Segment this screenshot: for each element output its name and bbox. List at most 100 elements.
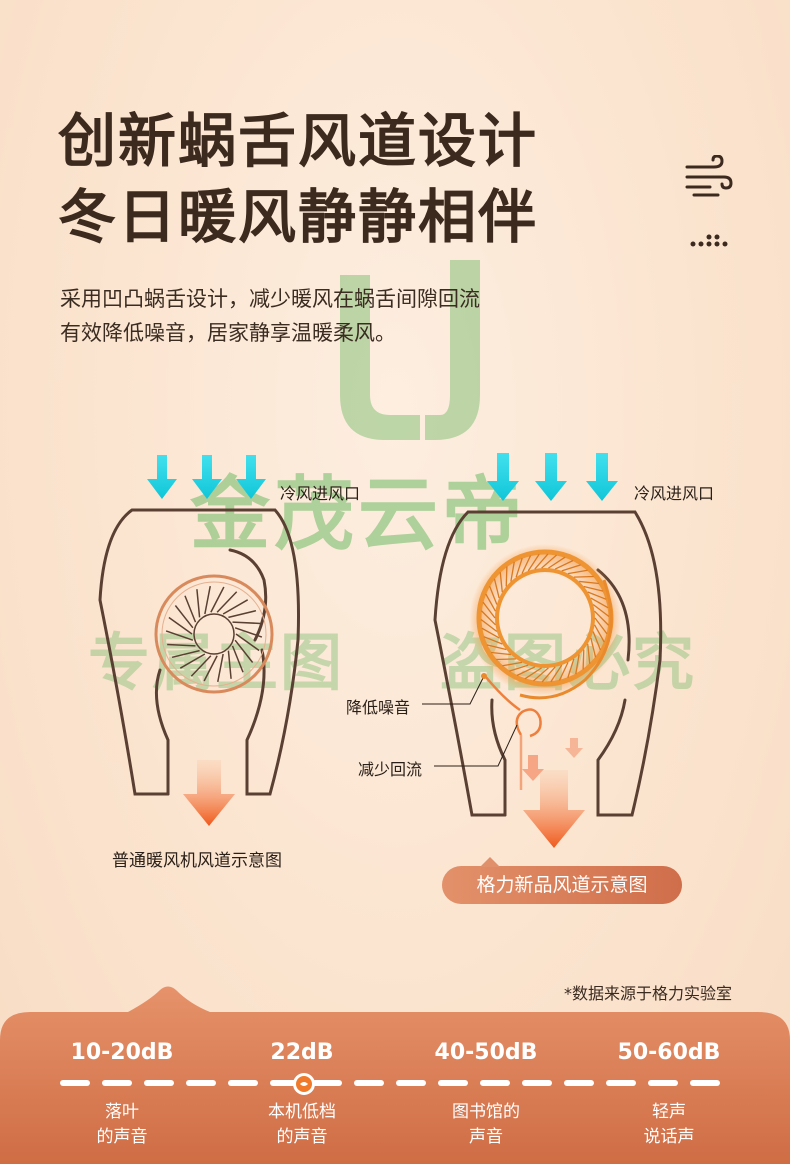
fan-blade bbox=[582, 649, 585, 670]
right-warm-arrow-small-1 bbox=[522, 755, 544, 781]
wind-icon bbox=[685, 155, 733, 197]
scale-dash bbox=[144, 1080, 174, 1086]
fan-blade bbox=[491, 651, 511, 656]
level-1-desc: 落叶 的声音 bbox=[47, 1100, 197, 1150]
current-level-marker-icon bbox=[293, 1073, 315, 1095]
fan-blade bbox=[592, 603, 610, 618]
scale-dash bbox=[648, 1080, 678, 1086]
scale-dash bbox=[60, 1080, 90, 1086]
page-title-line2: 冬日暖风静静相伴 bbox=[58, 183, 539, 251]
fan-blade bbox=[167, 643, 196, 647]
scale-dash bbox=[312, 1080, 342, 1086]
fan-blade bbox=[488, 585, 498, 605]
noise-scale-line bbox=[60, 1080, 720, 1086]
right-inlet-label: 冷风进风口 bbox=[634, 484, 715, 503]
fan-blade bbox=[222, 599, 249, 615]
fan-blade bbox=[567, 658, 575, 678]
fan-blade bbox=[541, 554, 557, 569]
fan-blade bbox=[548, 556, 566, 569]
subtitle-line2: 有效降低噪音，居家静享温暖柔风。 bbox=[60, 321, 396, 345]
fan-blade bbox=[482, 601, 496, 619]
data-source-note: *数据来源于格力实验室 bbox=[563, 984, 732, 1003]
level-4-desc-line2: 说话声 bbox=[643, 1127, 695, 1147]
level-1-desc-line2: 的声音 bbox=[96, 1127, 148, 1147]
fan-blade bbox=[510, 561, 515, 582]
scale-dash bbox=[186, 1080, 216, 1086]
fan-blade bbox=[527, 553, 540, 572]
noise-scale-band bbox=[0, 986, 790, 1164]
fan-blade bbox=[493, 578, 500, 599]
fan-blade bbox=[590, 637, 597, 658]
fan-blade bbox=[204, 586, 211, 615]
fan-blade bbox=[515, 558, 523, 578]
fan-blade bbox=[550, 664, 563, 683]
fan-blade bbox=[234, 639, 254, 663]
left-fan-blades bbox=[165, 586, 263, 682]
subtitle-line1: 采用凹凸蜗舌设计，减少暖风在蜗舌间隙回流 bbox=[60, 287, 480, 311]
fan-blade bbox=[594, 610, 610, 626]
fan-blade bbox=[216, 591, 238, 613]
left-cold-arrows bbox=[147, 455, 266, 499]
fan-blade bbox=[592, 631, 602, 651]
fan-blade bbox=[184, 595, 197, 623]
fan-blade bbox=[524, 667, 542, 680]
fan-blade bbox=[168, 616, 193, 635]
left-inlet-label: 冷风进风口 bbox=[280, 484, 361, 503]
fan-blade bbox=[235, 633, 260, 652]
fan-blade bbox=[502, 661, 523, 667]
scale-dash bbox=[228, 1080, 258, 1086]
fan-blade bbox=[190, 655, 212, 677]
fan-blade bbox=[174, 605, 194, 629]
fan-blade bbox=[593, 624, 605, 643]
left-warm-arrow bbox=[183, 760, 235, 826]
fan-blade bbox=[590, 597, 609, 609]
fan-blade bbox=[485, 593, 497, 612]
fan-blade bbox=[234, 627, 263, 638]
fan-blade bbox=[561, 564, 581, 572]
fan-blade bbox=[573, 575, 594, 578]
scale-dash bbox=[270, 1080, 300, 1086]
callout-lines bbox=[422, 673, 518, 767]
left-fan bbox=[154, 574, 274, 694]
scale-dash bbox=[606, 1080, 636, 1086]
watermark-left: 专属主图 bbox=[88, 626, 345, 699]
level-3-desc-line1: 图书馆的 bbox=[452, 1102, 520, 1122]
fan-blade bbox=[203, 655, 218, 682]
level-1-db: 10-20dB bbox=[70, 1040, 174, 1065]
fan-blade bbox=[171, 649, 200, 659]
fan-blade bbox=[481, 627, 500, 639]
fan-blade bbox=[558, 662, 569, 681]
level-2-desc-line1: 本机低档 bbox=[268, 1102, 336, 1122]
right-volute bbox=[519, 579, 613, 700]
level-3-desc: 图书馆的 声音 bbox=[411, 1100, 561, 1150]
scale-dash bbox=[480, 1080, 510, 1086]
level-2-db: 22dB bbox=[270, 1040, 334, 1065]
fan-blade bbox=[217, 653, 224, 682]
fan-blade bbox=[541, 666, 556, 683]
right-cold-arrows bbox=[487, 453, 618, 501]
fan-blade bbox=[179, 653, 206, 669]
subtitle: 采用凹凸蜗舌设计，减少暖风在蜗舌间隙回流 有效降低噪音，居家静享温暖柔风。 bbox=[60, 282, 480, 350]
right-diagram-caption: 格力新品风道示意图 bbox=[442, 857, 682, 904]
fan-blade bbox=[232, 621, 261, 625]
airflow-diagrams bbox=[98, 453, 663, 848]
fan-blade bbox=[567, 569, 588, 575]
fan-blade bbox=[521, 555, 532, 574]
dots-icon bbox=[690, 234, 728, 247]
scale-dash bbox=[564, 1080, 594, 1086]
fan-blade bbox=[231, 645, 244, 673]
page-title-line1: 创新蜗舌风道设计 bbox=[58, 107, 539, 175]
fan-blade bbox=[534, 553, 549, 570]
level-3-db: 40-50dB bbox=[434, 1040, 538, 1065]
scale-dash bbox=[354, 1080, 384, 1086]
scale-dash bbox=[438, 1080, 468, 1086]
right-warm-arrow-small-2 bbox=[565, 738, 583, 758]
fan-blade bbox=[480, 618, 498, 633]
fan-blade bbox=[587, 591, 607, 600]
fan-blade bbox=[496, 658, 517, 661]
backflow-label: 减少回流 bbox=[358, 760, 423, 779]
right-warm-arrow-main bbox=[523, 770, 585, 848]
fan-blade bbox=[594, 617, 608, 635]
level-4-desc-line1: 轻声 bbox=[652, 1102, 686, 1122]
scale-dash bbox=[102, 1080, 132, 1086]
